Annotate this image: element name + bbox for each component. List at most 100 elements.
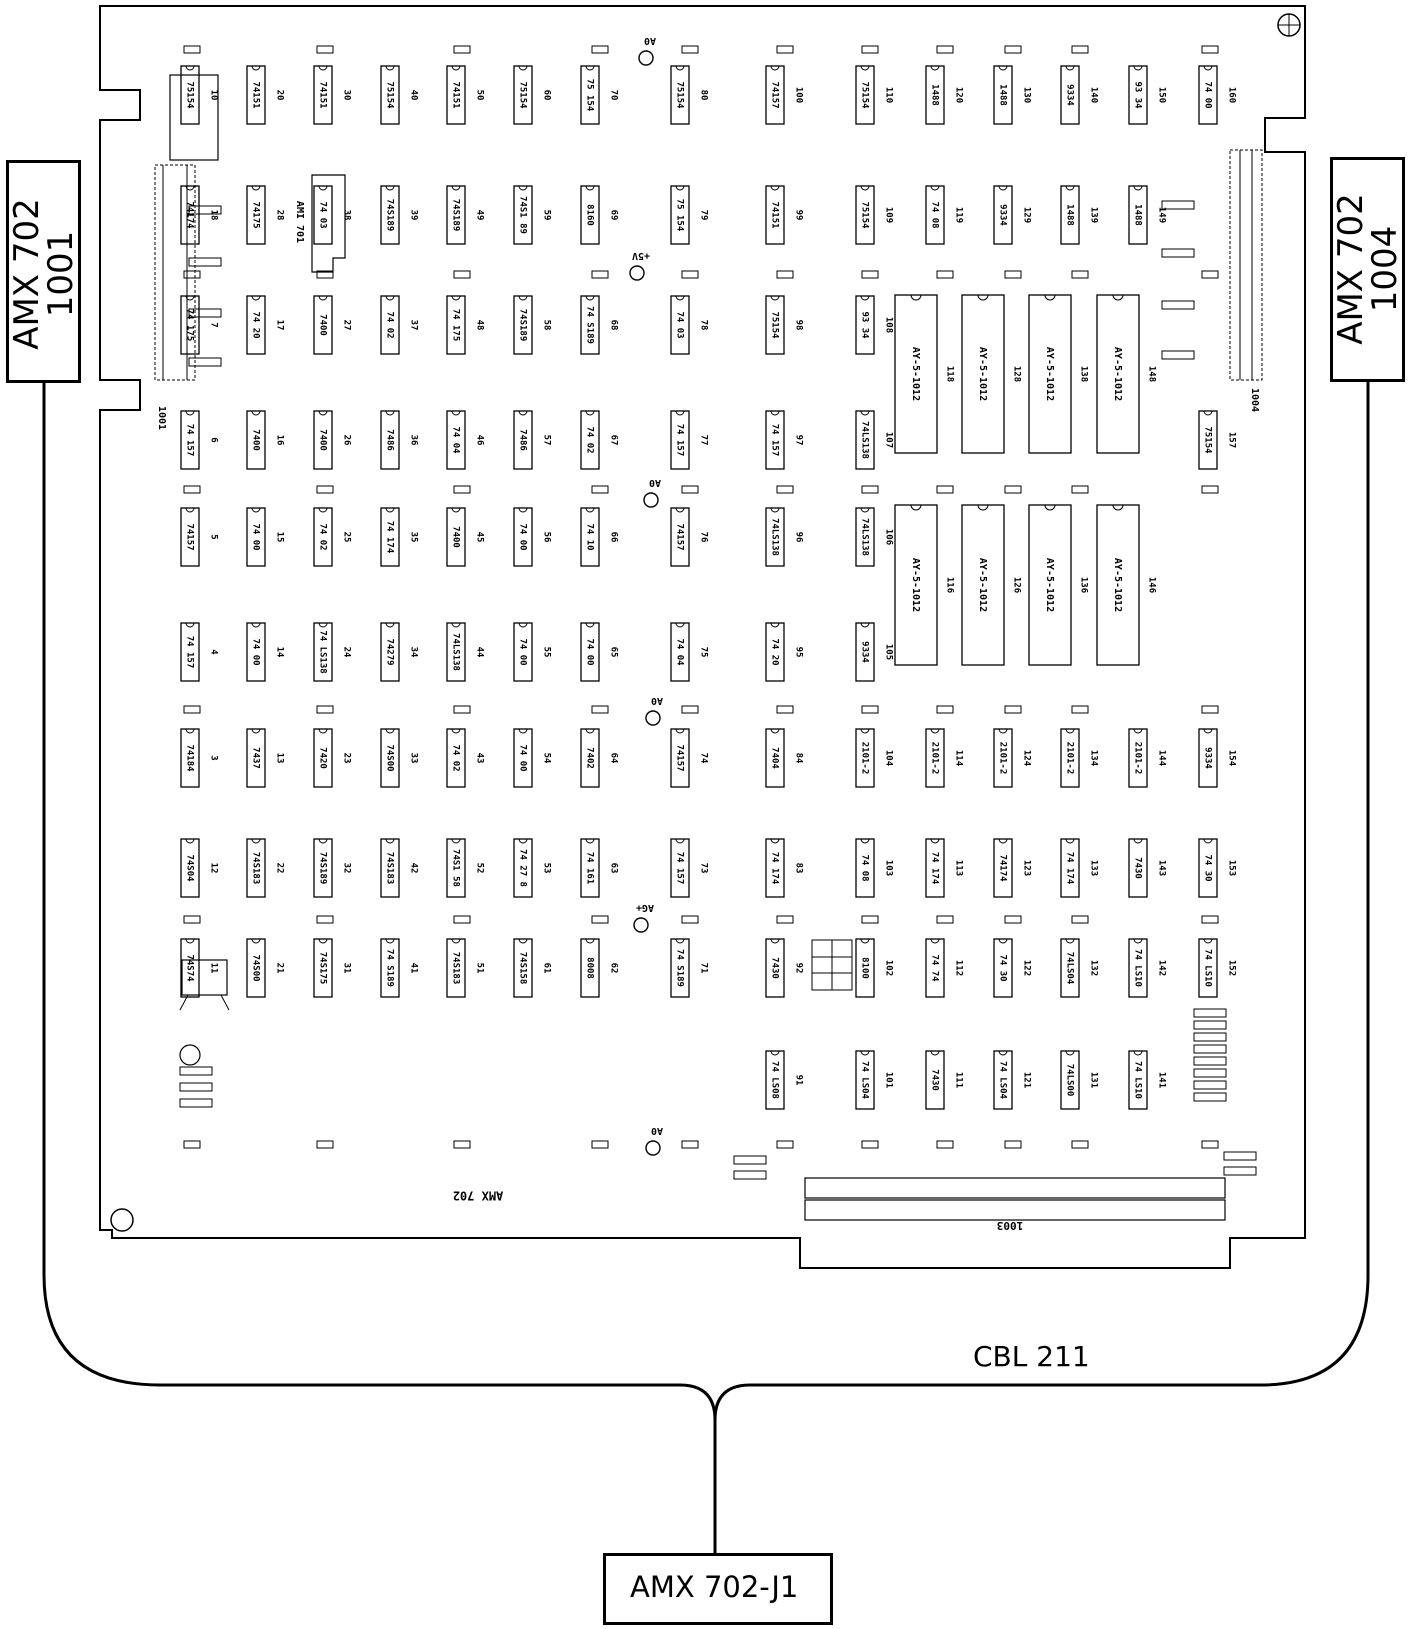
ic-chip-part: 75154 xyxy=(518,81,528,109)
ic-chip-designator: 20 xyxy=(275,90,285,101)
connector-label-right: AMX 702 1004 xyxy=(1331,175,1405,363)
ic-chip-designator: 105 xyxy=(884,644,894,660)
passive-component xyxy=(1193,1020,1227,1030)
ic-chip-part: 74 LS04 xyxy=(998,1061,1008,1100)
ic-chip-designator: 64 xyxy=(609,753,619,764)
bypass-capacitor xyxy=(861,45,879,54)
ic-chip-part: 74 02 xyxy=(451,744,461,771)
ic-chip-designator: 31 xyxy=(342,963,352,974)
ic-chip-designator: 50 xyxy=(475,90,485,101)
ic-chip-part: 1488 xyxy=(998,84,1008,106)
bypass-capacitor xyxy=(681,1140,699,1149)
ic-chip-part: 74 161 xyxy=(585,852,595,885)
bypass-capacitor xyxy=(1201,1140,1219,1149)
passive-component xyxy=(1193,1056,1227,1066)
ami-chip xyxy=(311,174,346,273)
passive-component xyxy=(1193,1044,1227,1054)
bypass-capacitor xyxy=(936,485,954,494)
ic-chip-part: 7430 xyxy=(770,957,780,979)
ic-chip-designator: 111 xyxy=(954,1072,964,1088)
bypass-capacitor xyxy=(936,270,954,279)
bypass-capacitor xyxy=(936,705,954,714)
cable-path xyxy=(42,382,1370,1555)
ic-chip-part: 1488 xyxy=(930,84,940,106)
ic-chip-part: 74 30 xyxy=(1203,854,1213,881)
test-point-label: A0 xyxy=(649,477,661,488)
ic-chip-part: 74 04 xyxy=(675,638,685,666)
ic-chip-part: 74LS138 xyxy=(451,633,461,671)
bypass-capacitor xyxy=(861,485,879,494)
ic-chip-designator: 92 xyxy=(794,963,804,974)
large-ic-chip-designator: 146 xyxy=(1147,577,1157,593)
ic-chip-designator: 27 xyxy=(342,320,352,331)
ic-chip-designator: 62 xyxy=(609,963,619,974)
ic-chip-designator: 152 xyxy=(1227,960,1237,976)
passive-component xyxy=(188,308,222,318)
bypass-capacitor xyxy=(861,705,879,714)
ic-chip-part: 7486 xyxy=(518,429,528,451)
ic-chip-part: 74S00 xyxy=(251,954,261,981)
test-point-label: +5V xyxy=(632,250,650,261)
ic-chip-part: 8100 xyxy=(860,957,870,979)
ic-chip-designator: 45 xyxy=(475,532,485,543)
ic-chip-part: 74 S189 xyxy=(675,949,685,987)
ic-chip-part: 74 20 xyxy=(251,311,261,338)
ic-chip-designator: 71 xyxy=(699,963,709,974)
ic-chip-part: 74 02 xyxy=(385,311,395,338)
ic-chip-designator: 46 xyxy=(475,435,485,446)
passive-component xyxy=(188,257,222,267)
ic-chip-designator: 60 xyxy=(542,90,552,101)
ic-chip-designator: 17 xyxy=(275,320,285,331)
ic-chip-designator: 120 xyxy=(954,87,964,103)
passive-component xyxy=(1193,1032,1227,1042)
ic-chip-designator: 11 xyxy=(209,963,219,974)
ic-chip-part: 74 27 8 xyxy=(518,849,528,887)
connector-left-line2: 1001 xyxy=(41,230,81,318)
bypass-capacitor xyxy=(776,705,794,714)
ic-chip-designator: 7 xyxy=(209,322,219,327)
ic-chip-designator: 23 xyxy=(342,753,352,764)
ic-chip-part: 74 LS10 xyxy=(1133,949,1143,987)
bypass-capacitor xyxy=(453,485,471,494)
ic-chip-part: 7430 xyxy=(1133,857,1143,879)
ic-chip-designator: 77 xyxy=(699,435,709,446)
bypass-capacitor xyxy=(591,705,609,714)
oscillator-block xyxy=(181,959,228,996)
ic-chip-part: 74S04 xyxy=(185,854,195,882)
passive-component xyxy=(1223,1166,1257,1176)
passive-component xyxy=(188,357,222,367)
passive-component xyxy=(179,1098,213,1108)
ic-chip-part: 74 S189 xyxy=(385,949,395,987)
